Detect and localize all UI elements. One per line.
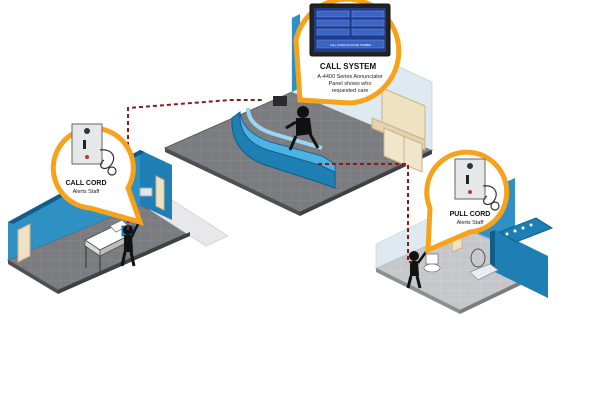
monitor <box>273 96 287 106</box>
toilet <box>423 253 441 273</box>
right-room-partition <box>495 230 548 298</box>
right-room-floor-edge <box>376 268 460 314</box>
left-room-door <box>17 223 31 263</box>
left-room-floor-edge <box>8 260 58 294</box>
call-system-title: CALL SYSTEM <box>320 62 377 71</box>
call-cord-icon <box>99 149 115 170</box>
call-cord-callout: CALL CORD Alerts Staff <box>50 123 144 226</box>
call-cord-desc: Alerts Staff <box>73 189 100 195</box>
call-system-callout: CALL DURATION ROOM NUMBER CALL SYSTEM A-… <box>293 0 402 106</box>
wire-station-to-right <box>318 163 412 263</box>
bathroom-figure <box>406 251 428 289</box>
mirror <box>470 248 486 268</box>
pull-cord-callout: PULL CORD Alerts Staff <box>424 149 510 254</box>
sink <box>139 187 153 197</box>
nurse-station-floor-edge <box>165 148 300 216</box>
nurse-figure <box>285 106 320 151</box>
wire-left-to-station <box>127 99 264 230</box>
bath-vanity <box>469 263 499 281</box>
annunciator-footer-text: CALL DURATION ROOM NUMBER <box>330 43 371 47</box>
left-room-side-door <box>155 175 165 211</box>
nurse-station-floor-edge-right <box>300 150 432 216</box>
call-system-desc-line-2: Panel shows who <box>329 81 372 87</box>
nurse-desk <box>231 96 336 189</box>
pull-cord-title: PULL CORD <box>450 211 491 218</box>
annunciator-panel: CALL DURATION ROOM NUMBER <box>309 3 391 57</box>
call-system-desc-line-1: A-4400 Series Annunciator <box>317 74 383 80</box>
call-cord-wall-station <box>71 123 117 176</box>
pull-cord-wall-station <box>454 158 500 211</box>
patient-figure <box>120 223 140 267</box>
pull-cord-bubble <box>424 149 510 254</box>
call-system-desc-line-3: requested care <box>332 88 369 94</box>
call-wiring <box>127 99 412 263</box>
call-cord-title: CALL CORD <box>65 180 106 187</box>
right-room-partition-side <box>490 230 495 274</box>
pull-cord-desc: Alerts Staff <box>457 220 484 226</box>
cabinet <box>371 87 426 173</box>
right-room-bed <box>498 217 554 243</box>
